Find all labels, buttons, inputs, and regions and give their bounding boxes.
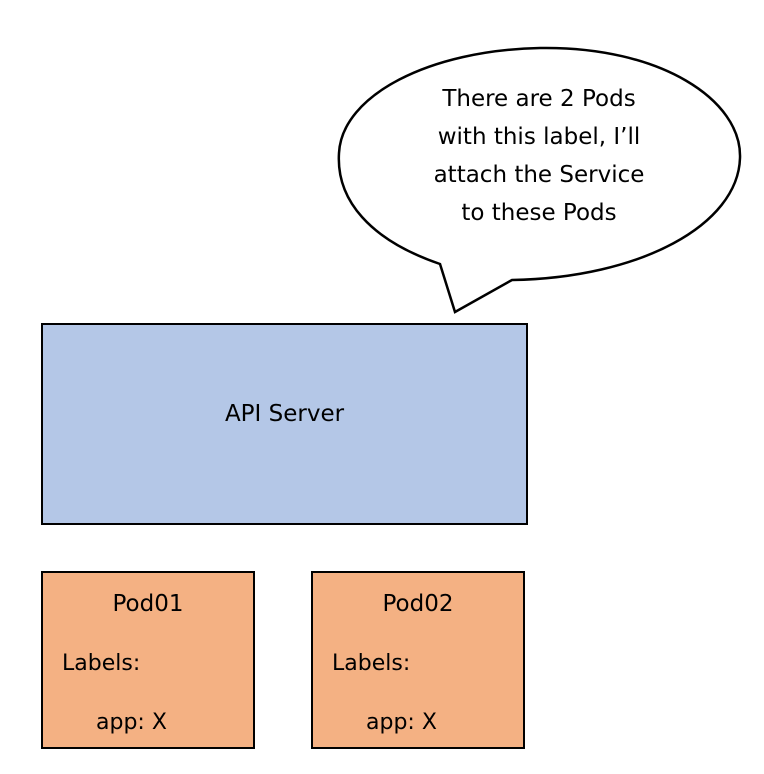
speech-bubble-line-2: with this label, I’ll <box>437 124 641 150</box>
speech-bubble-line-4: to these Pods <box>461 200 617 226</box>
speech-bubble <box>337 46 742 314</box>
pod01-label-entry: app: X <box>96 710 167 735</box>
pod01-box: Pod01 Labels: app: X <box>41 571 255 749</box>
speech-bubble-outline <box>337 46 742 314</box>
pod02-label-entry: app: X <box>366 710 437 735</box>
speech-bubble-line-3: attach the Service <box>433 162 645 188</box>
pod02-box: Pod02 Labels: app: X <box>311 571 525 749</box>
speech-bubble-line-1: There are 2 Pods <box>442 86 636 112</box>
pod02-name: Pod02 <box>382 591 454 617</box>
speech-bubble-text: There are 2 Pods with this label, I’ll a… <box>400 80 678 232</box>
pod01-labels-title: Labels: <box>62 651 141 676</box>
api-server-box: API Server <box>41 323 528 525</box>
api-server-label: API Server <box>224 401 345 427</box>
pod01-name: Pod01 <box>112 591 184 617</box>
pod02-labels-title: Labels: <box>332 651 411 676</box>
